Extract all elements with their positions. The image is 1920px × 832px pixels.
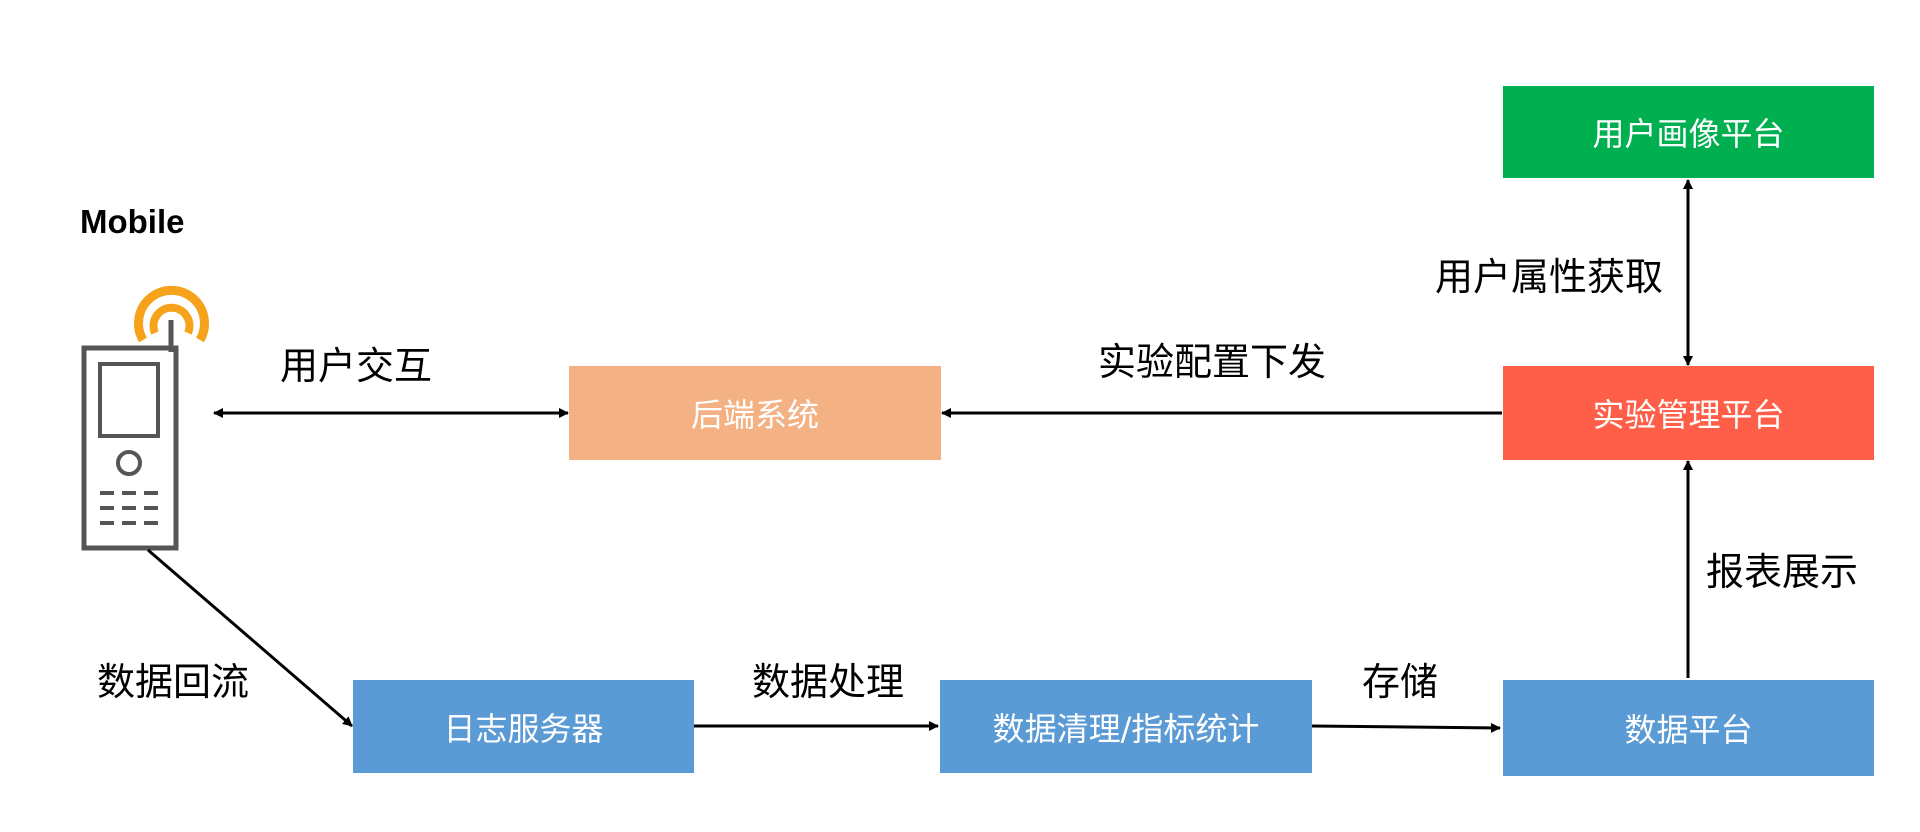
log-server-box: 日志服务器 — [353, 680, 694, 773]
experiment-management-platform-box: 实验管理平台 — [1503, 366, 1874, 460]
edge-label-user-interaction: 用户交互 — [280, 344, 433, 388]
user-profile-platform-box: 用户画像平台 — [1503, 86, 1874, 178]
edge-label-config-dispatch: 实验配置下发 — [1098, 340, 1327, 384]
edge-label-data-return: 数据回流 — [97, 660, 250, 704]
experiment-management-platform-label: 实验管理平台 — [1592, 396, 1785, 434]
edge-label-report-display: 报表展示 — [1706, 550, 1859, 594]
arrow-mobile-logserver — [147, 548, 353, 728]
edge-label-storage: 存储 — [1362, 660, 1439, 704]
data-platform-box: 数据平台 — [1503, 680, 1874, 776]
backend-system-box: 后端系统 — [569, 366, 941, 460]
mobile-phone-signal-icon — [81, 285, 209, 551]
data-cleaning-metrics-label: 数据清理/指标统计 — [992, 709, 1260, 748]
data-cleaning-metrics-box: 数据清理/指标统计 — [940, 680, 1312, 773]
arrow-dataclean-dataplatform — [1311, 722, 1501, 733]
log-server-label: 日志服务器 — [443, 709, 604, 748]
edge-label-data-processing: 数据处理 — [752, 660, 905, 704]
mobile-title: Mobile — [80, 203, 185, 240]
data-platform-label: 数据平台 — [1624, 711, 1753, 749]
user-profile-platform-label: 用户画像平台 — [1592, 115, 1785, 153]
backend-system-label: 后端系统 — [690, 396, 819, 434]
edge-label-attribute-fetch: 用户属性获取 — [1435, 255, 1664, 299]
